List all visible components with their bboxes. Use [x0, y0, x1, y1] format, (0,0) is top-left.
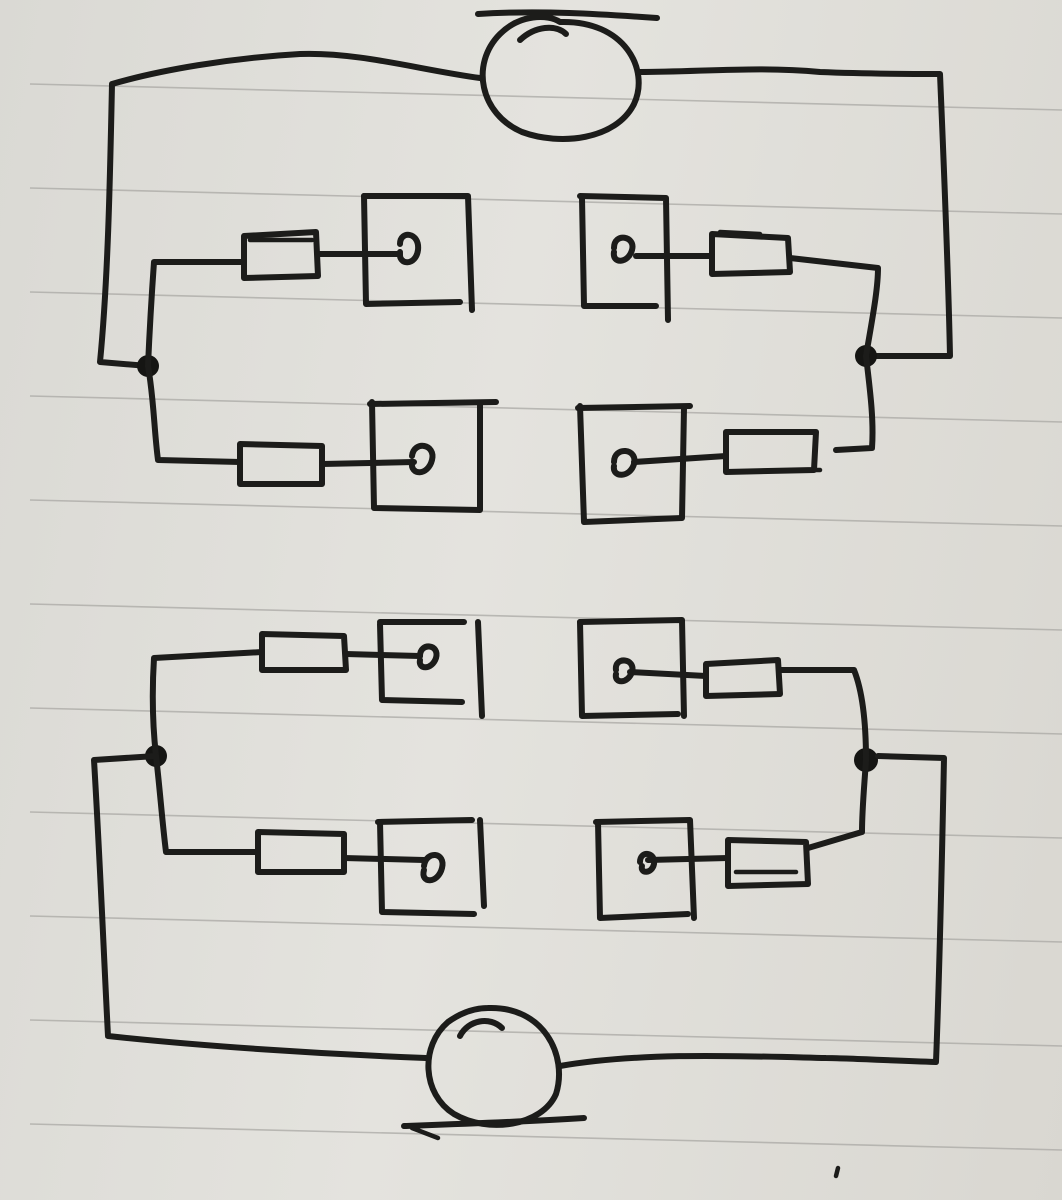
resistor-top-right-upper — [709, 229, 793, 277]
lead-top-left-lower — [319, 459, 417, 467]
wire-top-right-lower — [833, 353, 876, 453]
ruled-line — [29, 811, 1062, 839]
ruled-line — [29, 707, 1062, 735]
lead-bottom-right-lower — [645, 855, 731, 863]
wire-bottom-outer-right — [557, 753, 947, 1069]
resistor-bottom-left-upper — [259, 631, 349, 673]
ruled-line — [29, 395, 1062, 423]
wire-top-outer-right — [637, 66, 953, 359]
generator-top-icon — [475, 9, 660, 142]
socket-bottom-left-upper — [377, 619, 485, 719]
stray-mark — [833, 1165, 841, 1179]
ruled-line — [29, 187, 1062, 215]
wire-bottom-right-upper — [777, 667, 869, 763]
wire-top-left-upper — [145, 259, 247, 369]
ruled-line — [29, 499, 1062, 527]
wire-top-right-upper — [787, 255, 881, 359]
ruled-lines — [29, 83, 1062, 1151]
socket-bottom-right-lower — [593, 817, 697, 921]
wire-bottom-outer-left — [91, 753, 429, 1061]
socket-top-right-upper — [577, 193, 671, 323]
socket-top-left-upper — [361, 193, 475, 313]
wire-top-outer-left — [97, 50, 483, 369]
resistor-top-left-lower — [237, 441, 325, 487]
wire-bottom-right-lower — [805, 757, 869, 851]
generator-bottom-icon — [401, 1004, 587, 1141]
socket-bottom-right-upper — [577, 617, 687, 719]
resistor-bottom-left-lower — [255, 829, 347, 875]
lead-top-right-lower — [631, 453, 729, 465]
resistor-bottom-right-upper — [703, 657, 783, 699]
socket-top-left-lower — [367, 399, 499, 513]
wire-bottom-left-upper — [149, 649, 265, 759]
ruled-line — [29, 1123, 1062, 1151]
socket-bottom-left-lower — [375, 817, 487, 917]
resistor-bottom-right-lower — [725, 837, 811, 889]
resistor-top-right-lower — [723, 429, 823, 475]
lead-bottom-left-lower — [341, 855, 427, 863]
lead-bottom-right-upper — [627, 669, 709, 679]
circuit-top — [97, 9, 953, 525]
ruled-line — [29, 291, 1062, 319]
wire-top-left-lower — [145, 363, 243, 465]
ruled-line — [29, 83, 1062, 111]
circuit-bottom — [91, 617, 947, 1179]
resistor-top-left-upper — [241, 229, 321, 281]
ruled-line — [29, 915, 1062, 943]
wire-bottom-left-lower — [153, 753, 261, 855]
socket-top-right-lower — [575, 403, 693, 525]
ruled-line — [29, 603, 1062, 631]
